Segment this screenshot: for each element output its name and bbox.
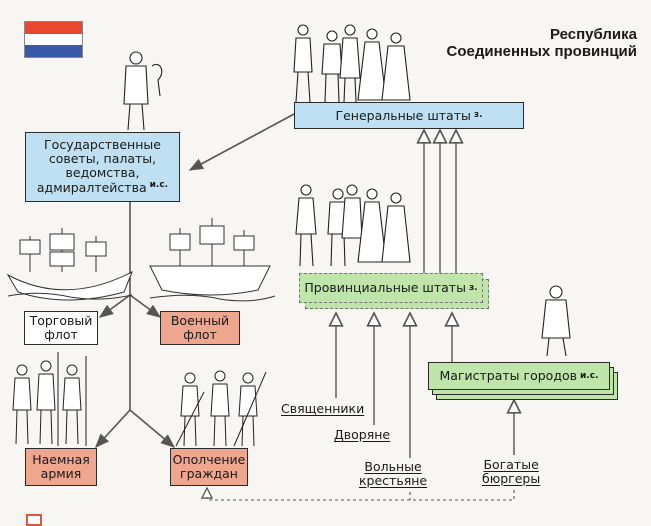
rich-burghers-line-1: Богатые xyxy=(483,457,539,472)
citizen-militia-line-2: граждан xyxy=(180,466,238,481)
arrow-to-trade-fleet xyxy=(98,294,131,318)
free-peasants-line-2: крестьяне xyxy=(359,473,428,488)
state-councils-line-2: советы, палаты, xyxy=(48,151,157,167)
burgher-figure xyxy=(541,285,571,357)
netherlands-flag xyxy=(24,21,83,58)
war-fleet-line-1: Военный xyxy=(170,313,230,328)
estate-free-peasants-label: Вольные крестьяне xyxy=(359,460,427,488)
dashed-link-to-militia xyxy=(207,488,515,501)
general-states-label: Генеральные штаты xyxy=(335,107,471,123)
state-councils-box: Государственные советы, палаты, ведомств… xyxy=(25,132,180,202)
flag-stripe-blue xyxy=(25,45,82,57)
merchant-ship xyxy=(6,228,133,301)
arrow-to-citizen-militia xyxy=(129,409,176,448)
arrow-general-to-councils xyxy=(188,112,297,171)
flag-stripe-white xyxy=(25,33,82,46)
state-councils-line-3: ведомства, xyxy=(65,165,140,181)
city-magistrates-sup: и.с. xyxy=(579,370,599,381)
mercenary-army-line-1: Наемная xyxy=(32,452,90,467)
estate-nobles-label: Дворяне xyxy=(334,427,391,442)
trade-fleet-line-2: флот xyxy=(44,327,78,342)
provincial-assembly-figures xyxy=(295,184,411,267)
clerk-with-scroll-figure xyxy=(123,51,163,131)
war-ship xyxy=(149,218,276,302)
city-magistrates-label: Магистраты городов xyxy=(439,368,577,383)
state-councils-line-1: Государственные xyxy=(44,137,161,153)
trade-fleet-line-1: Торговый xyxy=(29,313,93,328)
arrow-to-mercenary-army xyxy=(95,409,131,449)
flag-stripe-red xyxy=(25,22,82,34)
estate-rich-burghers-label: Богатые бюргеры xyxy=(482,458,540,486)
mercenary-army-line-2: армия xyxy=(40,466,82,481)
general-states-sup: з. xyxy=(473,110,483,121)
provincial-states-sup: з. xyxy=(468,282,478,293)
diagram-title: Республика Соединенных провинций xyxy=(447,26,637,61)
mercenary-army-box: Наемная армия xyxy=(25,448,97,486)
legend-marker xyxy=(26,514,42,526)
war-fleet-box: Военный флот xyxy=(160,311,240,345)
state-councils-line-4: адмиралтейства xyxy=(36,180,147,196)
trade-fleet-box: Торговый флот xyxy=(24,311,98,345)
militia-soldiers xyxy=(175,370,267,447)
title-line-2: Соединенных провинций xyxy=(446,43,637,61)
citizen-militia-line-1: Ополчение xyxy=(172,452,246,467)
rich-burghers-line-2: бюргеры xyxy=(482,471,541,486)
mercenary-soldiers xyxy=(12,352,87,446)
state-councils-sup: и.с. xyxy=(149,180,169,191)
war-fleet-line-2: флот xyxy=(183,327,217,342)
free-peasants-line-1: Вольные xyxy=(364,459,422,474)
estate-clergy-label: Священники xyxy=(281,401,365,416)
title-line-1: Республика xyxy=(549,26,637,43)
provincial-states-label: Провинциальные штаты xyxy=(304,280,466,295)
arrow-to-war-fleet xyxy=(129,294,162,318)
general-states-assembly-figures xyxy=(293,24,411,103)
citizen-militia-box: Ополчение граждан xyxy=(170,448,248,486)
